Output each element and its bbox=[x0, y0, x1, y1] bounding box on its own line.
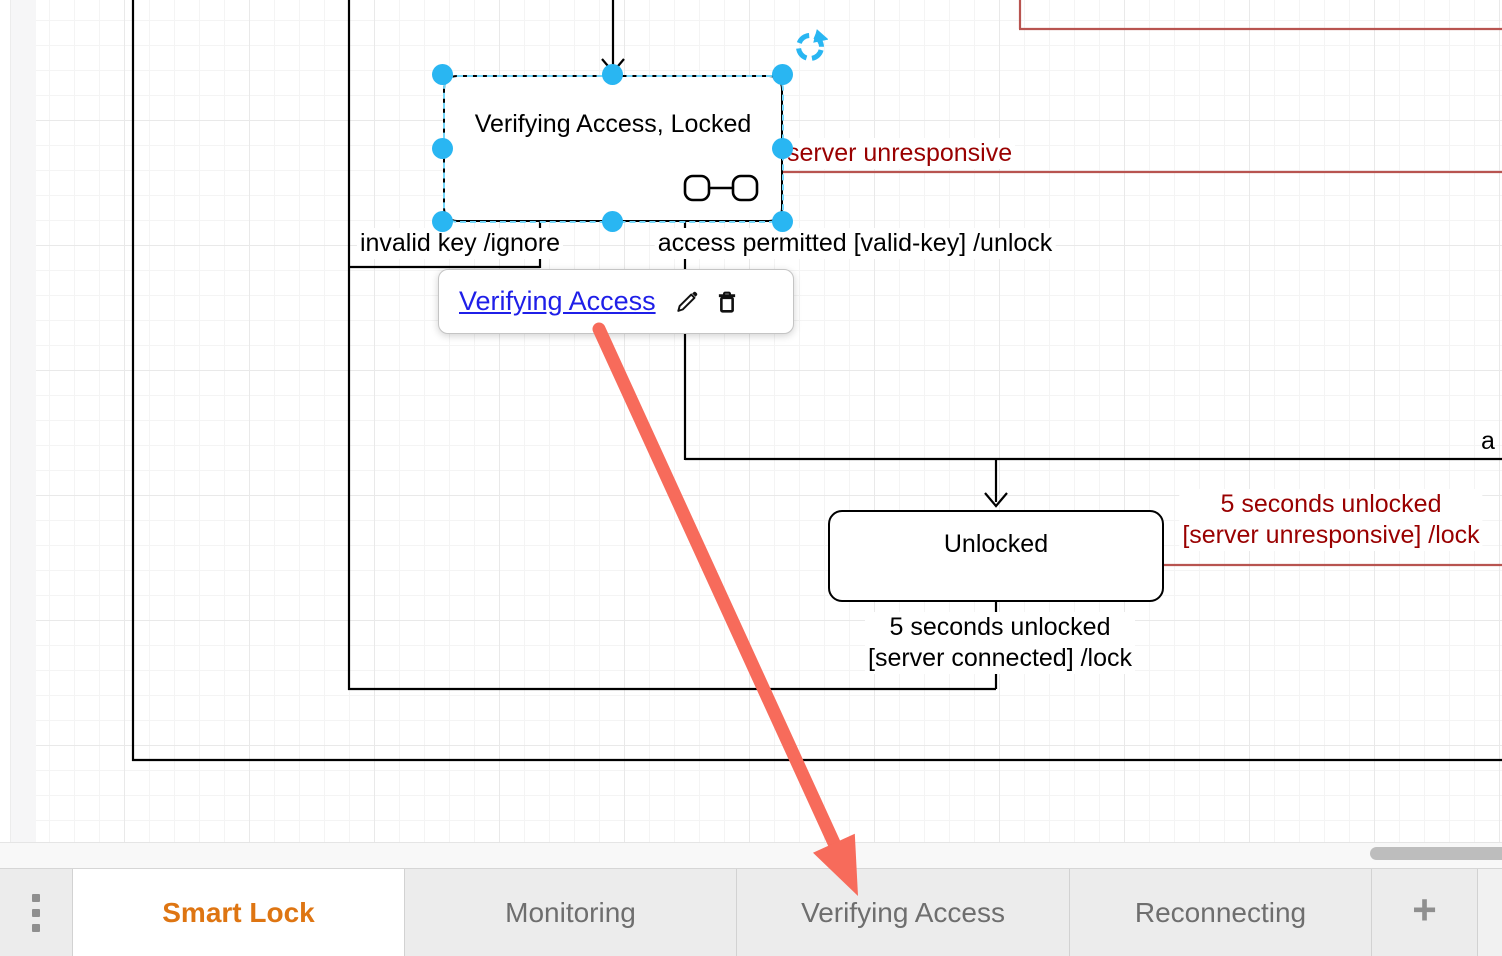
pages-overflow-menu-button[interactable] bbox=[0, 869, 73, 956]
tab-bar-spacer bbox=[1478, 869, 1502, 956]
tab-smart-lock[interactable]: Smart Lock bbox=[73, 869, 405, 956]
resize-handle-n[interactable] bbox=[602, 64, 623, 85]
add-page-icon: + bbox=[1412, 885, 1437, 933]
tab-monitoring[interactable]: Monitoring bbox=[405, 869, 737, 956]
delete-trash-icon[interactable] bbox=[714, 289, 740, 315]
horizontal-scrollbar-thumb[interactable] bbox=[1370, 847, 1502, 860]
rotate-icon[interactable] bbox=[792, 29, 828, 65]
edge-label-timeout-unresponsive[interactable]: 5 seconds unlocked [server unresponsive]… bbox=[1179, 489, 1483, 551]
state-unlocked[interactable]: Unlocked bbox=[828, 510, 1164, 602]
add-page-button[interactable]: + bbox=[1372, 869, 1478, 956]
edge-label-clipped-right: a bbox=[1481, 427, 1495, 455]
resize-handle-ne[interactable] bbox=[772, 64, 793, 85]
edge-label-timeout-connected[interactable]: 5 seconds unlocked [server connected] /l… bbox=[864, 612, 1136, 674]
resize-handle-nw[interactable] bbox=[432, 64, 453, 85]
edge-label-invalid-key[interactable]: invalid key /ignore bbox=[356, 228, 564, 259]
resize-handle-e[interactable] bbox=[772, 138, 793, 159]
tab-reconnecting[interactable]: Reconnecting bbox=[1070, 869, 1372, 956]
verifying-access-page-link[interactable]: Verifying Access bbox=[459, 286, 656, 316]
tab-verifying-access[interactable]: Verifying Access bbox=[737, 869, 1070, 956]
left-panel-strip bbox=[10, 0, 38, 842]
state-label: Verifying Access, Locked bbox=[474, 110, 752, 138]
edge-label-access-permitted[interactable]: access permitted [valid-key] /unlock bbox=[654, 228, 1056, 259]
page-tab-bar: Smart Lock Monitoring Verifying Access R… bbox=[0, 868, 1502, 956]
edit-pencil-icon[interactable] bbox=[674, 289, 700, 315]
overflow-menu-icon bbox=[32, 893, 40, 932]
horizontal-scroll-strip bbox=[0, 842, 1502, 869]
resize-handle-se[interactable] bbox=[772, 211, 793, 232]
resize-handle-s[interactable] bbox=[602, 211, 623, 232]
resize-handle-sw[interactable] bbox=[432, 211, 453, 232]
state-link-icon bbox=[683, 174, 759, 202]
edge-label-server-unresponsive[interactable]: server unresponsive bbox=[784, 138, 1016, 169]
state-verifying-access-locked[interactable]: Verifying Access, Locked bbox=[442, 74, 784, 223]
resize-handle-w[interactable] bbox=[432, 138, 453, 159]
link-popup: Verifying Access bbox=[438, 269, 794, 334]
state-label: Unlocked bbox=[943, 530, 1049, 558]
